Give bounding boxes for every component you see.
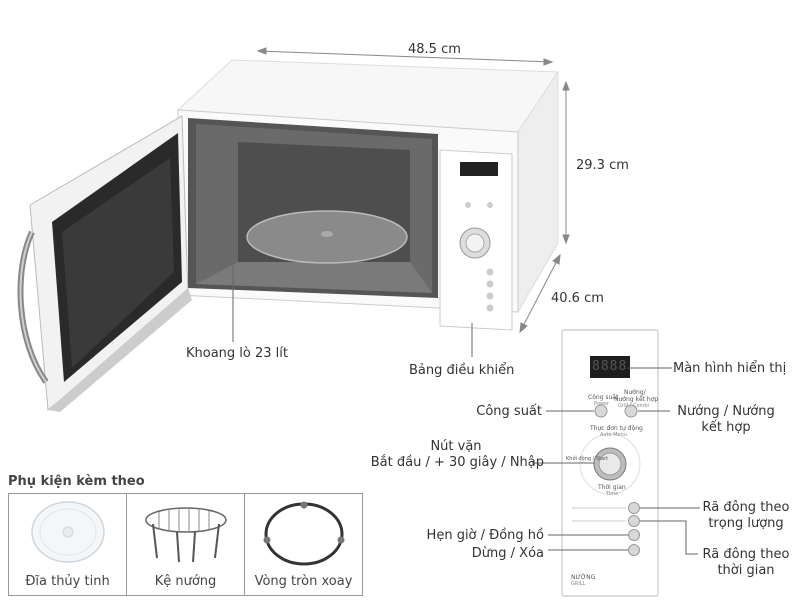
height-dimension-line bbox=[562, 80, 570, 245]
accessory-label: Vòng tròn xoay bbox=[254, 574, 353, 589]
cavity-label: Khoang lò 23 lít bbox=[186, 346, 289, 361]
panel-leader-lines bbox=[532, 367, 700, 555]
panel-brand-text: NƯỚNG bbox=[571, 574, 596, 581]
panel-power-text: Công suất bbox=[588, 394, 619, 401]
panel-grill-text: Nướng/ bbox=[624, 389, 646, 396]
stop-label: Dừng / Xóa bbox=[471, 546, 544, 561]
glass-plate-image bbox=[31, 501, 105, 563]
accessory-label: Đĩa thủy tinh bbox=[25, 574, 110, 589]
display-label: Màn hình hiển thị bbox=[673, 361, 787, 376]
timer-label: Hẹn giờ / Đồng hồ bbox=[426, 528, 544, 543]
depth-dimension: 40.6 cm bbox=[551, 291, 604, 306]
knob-label-line1: Nút vặn bbox=[430, 439, 482, 454]
grill-rack-image bbox=[145, 507, 227, 563]
grill-label-line1: Nướng / Nướng bbox=[677, 404, 775, 419]
enlarged-power-button bbox=[594, 404, 608, 418]
defrost-weight-label-line2: trọng lượng bbox=[708, 516, 784, 531]
depth-dimension-line bbox=[519, 253, 561, 334]
turntable-hub bbox=[321, 231, 333, 237]
accessory-roller-ring: Vòng tròn xoay bbox=[245, 494, 362, 595]
accessory-glass-plate: Đĩa thủy tinh bbox=[9, 494, 127, 595]
accessory-grill-rack: Kệ nướng bbox=[127, 494, 245, 595]
panel-auto-menu-sub-text: Auto Menu bbox=[600, 432, 627, 438]
knob-label-line2: Bắt đầu / + 30 giây / Nhập bbox=[370, 455, 544, 470]
small-display bbox=[460, 162, 498, 176]
enlarged-defrost-time-button bbox=[628, 515, 640, 527]
panel-display-digits: 8888 bbox=[592, 359, 628, 374]
width-dimension-line bbox=[256, 47, 554, 66]
power-label: Công suất bbox=[476, 404, 542, 419]
enlarged-timer-button bbox=[628, 529, 640, 541]
enlarged-stop-button bbox=[628, 544, 640, 556]
defrost-weight-label-line1: Rã đông theo bbox=[702, 500, 790, 515]
panel-grill2-text: Nướng kết hợp bbox=[614, 396, 659, 403]
panel-time-sub-text: Time bbox=[606, 491, 619, 497]
panel-start-text: Khởi động / Start bbox=[566, 456, 609, 462]
panel-grill-sub-text: Grill / Combi bbox=[618, 403, 649, 409]
enlarged-defrost-weight-button bbox=[628, 502, 640, 514]
grill-label-line2: kết hợp bbox=[701, 420, 751, 435]
accessories-title: Phụ kiện kèm theo bbox=[8, 474, 145, 489]
panel-power-sub-text: Power bbox=[594, 401, 610, 407]
enlarged-display bbox=[590, 356, 630, 378]
defrost-time-label-line1: Rã đông theo bbox=[702, 547, 790, 562]
accessories-box: Đĩa thủy tinh Kệ nướng Vòng tròn xoay bbox=[8, 493, 363, 596]
control-panel-label: Bảng điều khiển bbox=[409, 363, 515, 378]
panel-time-text: Thời gian bbox=[598, 484, 626, 491]
accessory-label: Kệ nướng bbox=[154, 574, 217, 589]
enlarged-grill-button bbox=[624, 404, 638, 418]
panel-auto-menu-text: Thực đơn tự động bbox=[590, 425, 643, 432]
width-dimension: 48.5 cm bbox=[408, 42, 461, 57]
enlarged-knob-ring bbox=[579, 433, 641, 495]
panel-brand-sub-text: GRILL bbox=[571, 581, 586, 587]
defrost-time-label-line2: thời gian bbox=[717, 563, 775, 578]
height-dimension: 29.3 cm bbox=[576, 158, 629, 173]
cavity-floor bbox=[196, 262, 432, 293]
roller-ring-image bbox=[263, 501, 345, 566]
